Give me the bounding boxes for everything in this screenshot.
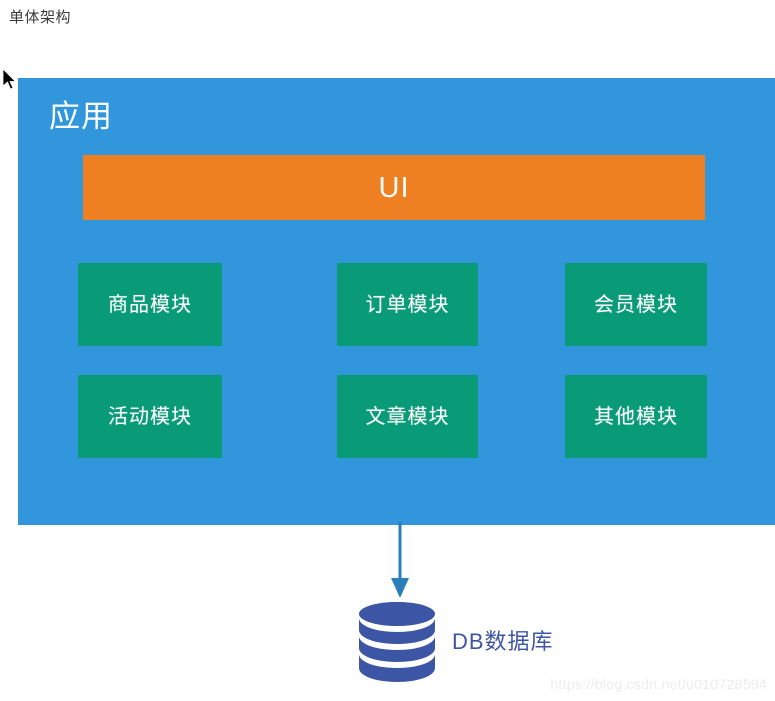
module-box-activity: 活动模块 [78,375,222,458]
down-arrow-icon [385,522,415,602]
database-label: DB数据库 [452,629,554,654]
module-box-other: 其他模块 [565,375,707,458]
page-title: 单体架构 [9,9,72,26]
module-box-member: 会员模块 [565,263,707,346]
module-label: 活动模块 [108,405,192,428]
application-label: 应用 [49,99,113,134]
ui-layer-box: UI [83,155,705,220]
database-node: DB数据库 [352,596,612,688]
module-box-article: 文章模块 [337,375,478,458]
module-label: 会员模块 [594,293,678,316]
module-label: 订单模块 [365,293,450,316]
watermark-text: https://blog.csdn.net/u010728594 [550,676,767,692]
application-container: 应用 UI 商品模块 订单模块 会员模块 活动模块 文章模块 其他模块 [18,78,775,525]
ui-layer-label: UI [378,171,410,204]
module-box-product: 商品模块 [78,263,222,346]
module-label: 文章模块 [365,405,450,428]
module-label: 其他模块 [594,405,678,428]
database-cylinder-icon [352,596,442,686]
module-label: 商品模块 [108,293,192,316]
mouse-pointer-icon [2,68,18,92]
module-box-order: 订单模块 [337,263,478,346]
